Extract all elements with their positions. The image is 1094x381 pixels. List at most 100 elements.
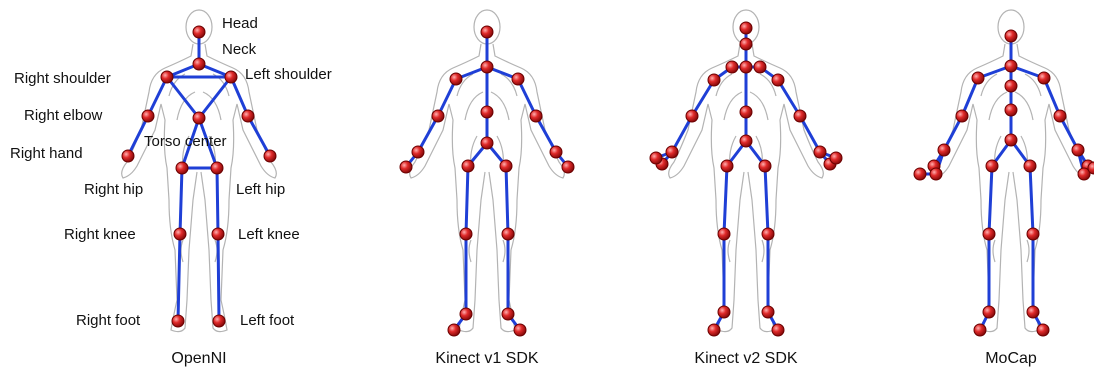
kinect2-joint-rft (708, 324, 720, 336)
kinect1-joint-lan (502, 308, 514, 320)
kinect2-bone (724, 166, 727, 234)
caption-kinect-v2-sdk: Kinect v2 SDK (694, 350, 797, 368)
openni-bone (248, 116, 270, 156)
openni-joint-rkn (174, 228, 186, 240)
label-left-foot: Left foot (240, 313, 294, 329)
kinect2-joint-rsh (708, 74, 720, 86)
mocap-joint-head (1005, 30, 1017, 42)
kinect1-joint-rha (400, 161, 412, 173)
label-right-knee: Right knee (64, 227, 136, 243)
openni-joint-torso (193, 112, 205, 124)
kinect2-joint-lwr (814, 146, 826, 158)
kinect2-joint-rhip (721, 160, 733, 172)
openni-joint-lsh (225, 71, 237, 83)
mocap-joint-rh2 (930, 168, 942, 180)
kinect2-joint-lsh (772, 74, 784, 86)
caption-openni: OpenNI (171, 350, 226, 368)
kinect1-bone (466, 166, 468, 234)
kinect2-joint-neck (740, 38, 752, 50)
mocap-joint-ran (983, 306, 995, 318)
kinect2-joint-lhip (759, 160, 771, 172)
kinect1-joint-lwr (550, 146, 562, 158)
kinect2-joint-rkn (718, 228, 730, 240)
kinect1-joint-spine (481, 106, 493, 118)
kinect2-joint-spb (740, 135, 752, 147)
label-left-shoulder: Left shoulder (245, 67, 332, 83)
openni-joint-lel (242, 110, 254, 122)
openni-joint-neck (193, 58, 205, 70)
openni-bone (180, 168, 182, 234)
openni-bone (218, 234, 219, 321)
mocap-joint-rft (974, 324, 986, 336)
mocap-joint-rsh (972, 72, 984, 84)
caption-mocap: MoCap (985, 350, 1037, 368)
openni-joint-lha (264, 150, 276, 162)
openni-bone (167, 77, 199, 118)
mocap-joint-sp (1005, 104, 1017, 116)
mocap-joint-rh3 (914, 168, 926, 180)
kinect1-joint-rwr (412, 146, 424, 158)
kinect1-joint-rkn (460, 228, 472, 240)
kinect1-joint-rsh (450, 73, 462, 85)
kinect2-joint-lan (762, 306, 774, 318)
mocap-joint-lwr (1072, 144, 1084, 156)
mocap-joint-rkn (983, 228, 995, 240)
label-head: Head (222, 16, 258, 32)
openni-joint-lkn (212, 228, 224, 240)
label-torso-center: Torso center (144, 134, 227, 150)
kinect2-joint-lsi (754, 61, 766, 73)
label-right-shoulder: Right shoulder (14, 71, 111, 87)
mocap-joint-lsh (1038, 72, 1050, 84)
mocap-joint-lhip (1024, 160, 1036, 172)
mocap-joint-rhip (986, 160, 998, 172)
openni-joint-rft (172, 315, 184, 327)
kinect1-joint-lha (562, 161, 574, 173)
kinect1-joint-lsh (512, 73, 524, 85)
kinect2-joint-lth (830, 152, 842, 164)
openni-joint-head (193, 26, 205, 38)
kinect2-joint-lft (772, 324, 784, 336)
mocap-bone (1030, 166, 1033, 234)
openni-joint-lhip (211, 162, 223, 174)
mocap-joint-lkn (1027, 228, 1039, 240)
openni-bone (199, 77, 231, 118)
mocap-joint-rel (956, 110, 968, 122)
kinect1-joint-ran (460, 308, 472, 320)
kinect1-joint-rhip (462, 160, 474, 172)
kinect2-joint-lkn (762, 228, 774, 240)
mocap-joint-lan (1027, 306, 1039, 318)
kinect2-joint-spm (740, 106, 752, 118)
mocap-joint-lel (1054, 110, 1066, 122)
kinect1-joint-sc (481, 61, 493, 73)
kinect2-bone (765, 166, 768, 234)
openni-joint-rsh (161, 71, 173, 83)
label-right-hip: Right hip (84, 182, 143, 198)
kinect2-joint-rsi (726, 61, 738, 73)
mocap-joint-lft (1037, 324, 1049, 336)
openni-bone (178, 234, 180, 321)
kinect1-joint-head (481, 26, 493, 38)
openni-joint-lft (213, 315, 225, 327)
kinect1-joint-lft (514, 324, 526, 336)
label-left-knee: Left knee (238, 227, 300, 243)
kinect1-joint-rel (432, 110, 444, 122)
mocap-joint-neck (1005, 60, 1017, 72)
caption-kinect-v1-sdk: Kinect v1 SDK (435, 350, 538, 368)
label-neck: Neck (222, 42, 256, 58)
kinect2-joint-rwr (666, 146, 678, 158)
kinect1-joint-lhip (500, 160, 512, 172)
label-right-hand: Right hand (10, 146, 83, 162)
mocap-joint-rwr (938, 144, 950, 156)
kinect1-bone (506, 166, 508, 234)
kinect1-joint-lel (530, 110, 542, 122)
openni-joint-rha (122, 150, 134, 162)
mocap-bone (989, 166, 992, 234)
kinect1-joint-rft (448, 324, 460, 336)
mocap-joint-ch (1005, 80, 1017, 92)
kinect1-joint-hipc (481, 137, 493, 149)
kinect2-joint-rel (686, 110, 698, 122)
label-right-elbow: Right elbow (24, 108, 102, 124)
openni-bone (217, 168, 218, 234)
